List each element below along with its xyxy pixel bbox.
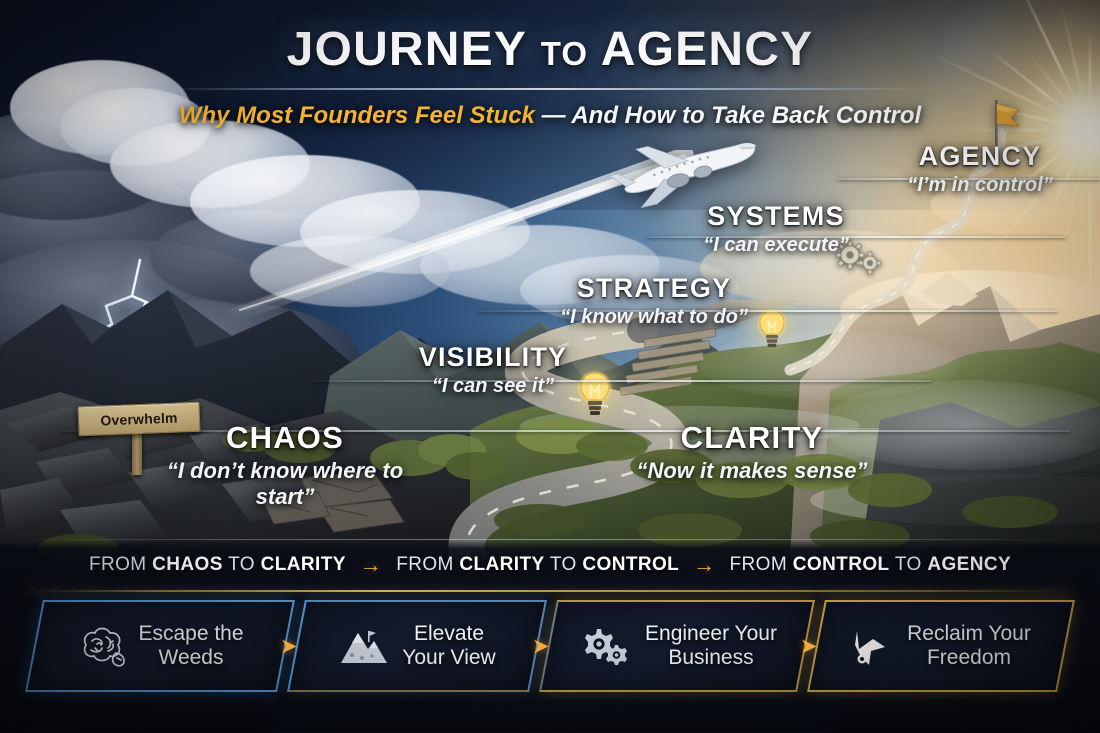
card-arrow-icon: ➤ [280,635,298,658]
page-title: JOURNEY TO AGENCY [0,22,1100,77]
card-arrow-icon: ➤ [532,635,550,658]
transition-from: CLARITY [459,554,545,575]
subtitle-white: — And How to Take Back Control [541,102,922,129]
stage-quote: “I don’t know where to start” [166,458,404,509]
cta-card-reclaim-your-freedom[interactable]: Reclaim Your Freedom [807,600,1075,692]
transition-step-2: FROM CLARITY TO CONTROL [396,554,679,576]
stage-name: STRATEGY [576,273,732,303]
transition-to: AGENCY [927,554,1012,575]
cta-line-1: Escape the [138,621,244,645]
stage-name: AGENCY [918,141,1042,171]
transition-pre: FROM [396,554,460,575]
signpost-board: Overwhelm [77,401,201,437]
cta-card-label: Escape the Weeds [138,622,243,671]
page-subtitle: Why Most Founders Feel Stuck — And How t… [0,102,1100,130]
transition-arrow-icon: → [693,552,716,577]
cta-card-row: Escape the Weeds [25,600,1075,692]
airplane-icon [608,143,757,209]
transition-row: FROM CHAOS TO CLARITY → FROM CLARITY TO … [0,548,1100,582]
stage-systems: SYSTEMS “I can execute” [660,202,892,257]
stage-quote: “I can see it” [431,375,555,398]
cta-line-2: Business [668,646,754,669]
stage-quote: “Now it makes sense” [636,458,868,484]
title-divider [160,88,940,90]
transition-step-1: FROM CHAOS TO CLARITY [89,554,346,576]
stage-quote: “I’m in control” [907,174,1053,197]
stage-quote: “I can execute” [703,234,849,257]
transition-step-3: FROM CONTROL TO AGENCY [730,554,1012,576]
transition-pre: FROM [88,554,153,575]
transition-from: CONTROL [792,554,890,575]
cta-line-1: Reclaim Your [907,621,1031,645]
stage-visibility: VISIBILITY “I can see it” [352,343,634,398]
cta-card-label: Reclaim Your Freedom [907,622,1031,671]
transition-mid: TO [544,554,583,575]
cta-line-2: Your View [402,646,496,669]
transition-mid: TO [889,554,928,575]
mountain-icon [338,625,390,667]
transition-to: CLARITY [260,554,346,575]
cta-card-engineer-your-business[interactable]: Engineer Your Business [539,600,815,692]
transition-from: CHAOS [152,554,223,575]
cta-line-2: Weeds [158,646,224,669]
cta-card-label: Engineer Your Business [645,622,777,671]
stage-chaos: CHAOS “I don’t know where to start” [140,421,430,509]
cta-card-escape-the-weeds[interactable]: Escape the Weeds [25,600,295,692]
cta-line-2: Freedom [926,646,1011,669]
title-part-1: JOURNEY [286,23,527,76]
mist [700,330,960,400]
gears-icon [577,623,633,669]
stage-agency: AGENCY “I’m in control” [862,142,1098,197]
stage-quote: “I know what to do” [560,306,748,329]
transition-to: CONTROL [582,554,680,575]
tangled-weeds-icon [76,623,126,669]
transition-mid: TO [222,554,261,575]
subtitle-gold: Why Most Founders Feel Stuck [178,102,535,129]
strip-top-rule [26,590,1074,592]
stage-name: CLARITY [680,420,824,455]
signpost-label: Overwhelm [100,409,178,429]
stage-strategy: STRATEGY “I know what to do” [518,274,790,329]
card-arrow-icon: ➤ [800,635,818,658]
title-part-2: AGENCY [600,23,814,76]
cta-line-1: Elevate [413,621,485,645]
overwhelm-signpost: Overwhelm [77,401,201,475]
transition-pre: FROM [729,554,793,575]
cta-line-1: Engineer Your [645,621,777,645]
signpost-post [132,431,142,475]
stage-clarity: CLARITY “Now it makes sense” [612,420,892,484]
transition-top-rule [26,539,1074,540]
title-connector: TO [540,35,589,72]
stage-name: SYSTEMS [707,201,845,231]
flying-bird-icon [851,623,895,669]
cta-card-elevate-your-view[interactable]: Elevate Your View [287,600,547,692]
stage-name: VISIBILITY [418,342,568,372]
cta-card-label: Elevate Your View [402,622,495,671]
transition-arrow-icon: → [359,552,383,577]
